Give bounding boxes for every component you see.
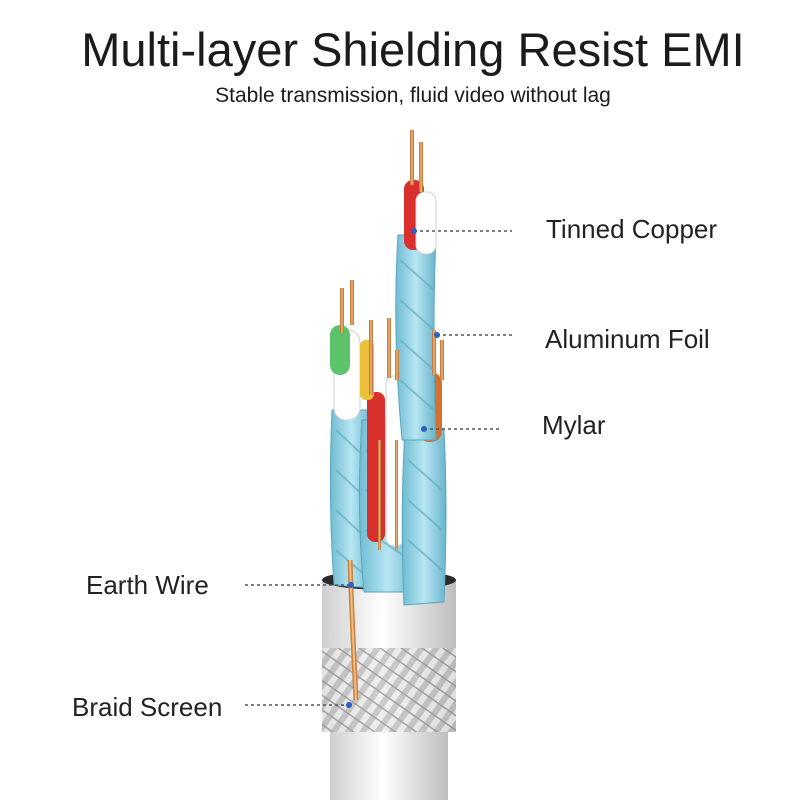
tinned-copper-dot [411,228,417,234]
copper-conductors [340,130,444,550]
foil-pair-top [395,180,437,441]
leader-lines [245,230,512,706]
page-subtitle: Stable transmission, fluid video without… [215,84,611,107]
leader-dots [346,228,440,708]
page-title: Multi-layer Shielding Resist EMI [81,23,745,76]
callout-braid-screen: Braid Screen [72,692,223,722]
aluminum-foil-dot [434,332,440,338]
callout-aluminum-foil: Aluminum Foil [545,324,710,354]
braid-screen-dot [346,702,352,708]
earth-wire-dot [348,582,354,588]
callout-earth-wire: Earth Wire [86,570,209,600]
callout-mylar: Mylar [542,410,606,440]
mylar-dot [421,426,427,432]
earth-wire-strand [347,559,359,701]
braid-screen-layer [322,640,456,732]
callout-tinned-copper: Tinned Copper [546,214,718,244]
